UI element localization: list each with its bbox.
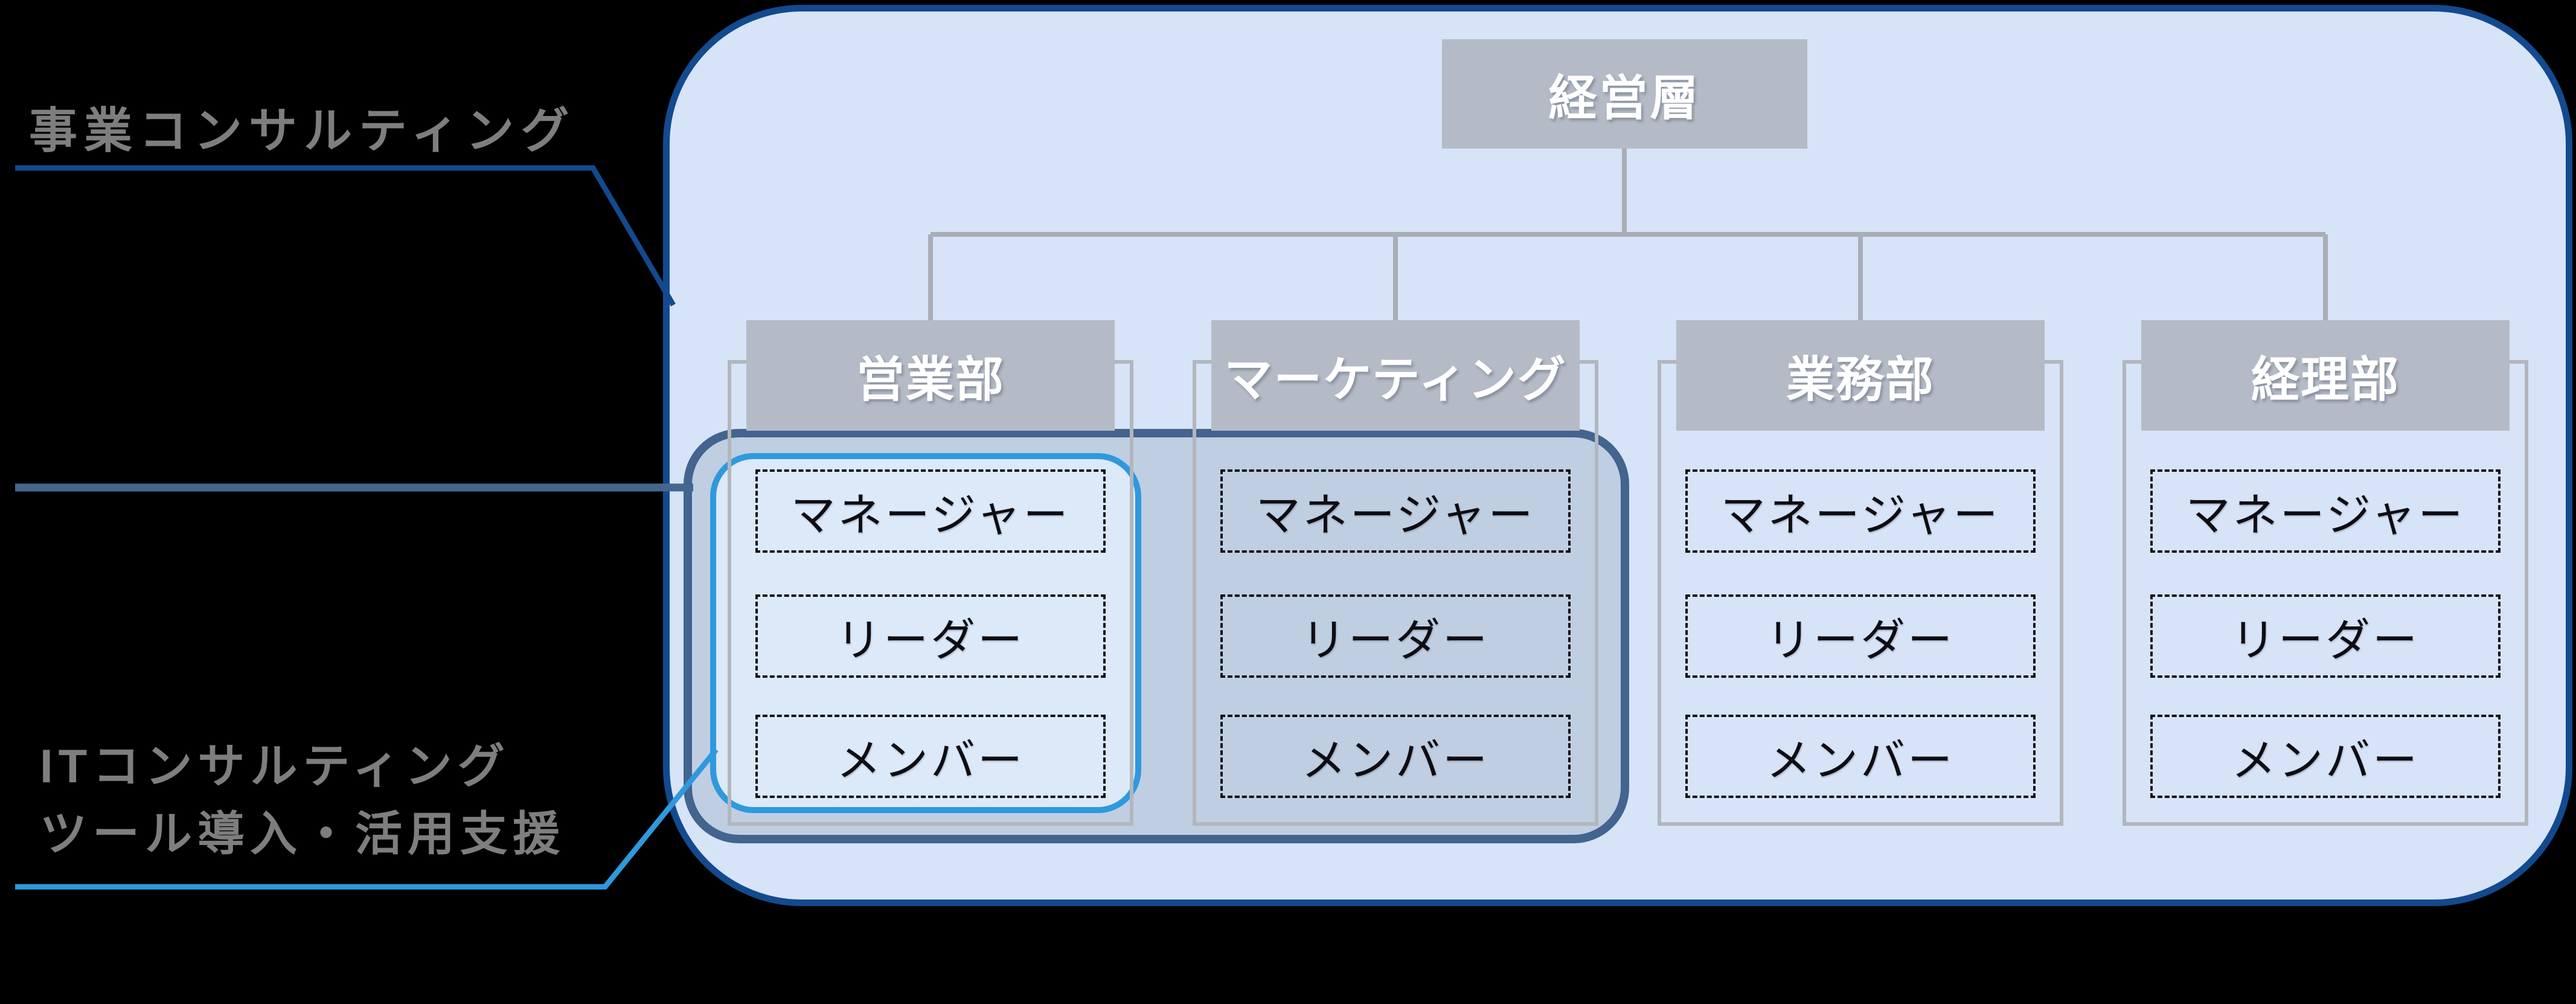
role-box-marketing-member: メンバー <box>1220 715 1571 798</box>
role-box-operations-member: メンバー <box>1685 715 2036 798</box>
role-label: リーダー <box>1766 614 1955 665</box>
role-box-sales-member: メンバー <box>755 715 1106 798</box>
callout-line-business-consulting <box>15 165 676 307</box>
dept-header-label: 営業部 <box>856 352 1005 407</box>
business-consulting-label: 事業コンサルティング <box>29 92 575 162</box>
root-box-label: 経営層 <box>1548 71 1701 125</box>
role-label: リーダー <box>2231 614 2420 665</box>
it-consulting-label-line1: ITコンサルティング <box>40 739 510 793</box>
dept-header-accounting: 経理部 <box>2141 320 2510 431</box>
role-label: リーダー <box>836 614 1025 665</box>
dept-header-label: マーケティング <box>1224 352 1567 407</box>
role-box-sales-leader: リーダー <box>755 594 1106 678</box>
role-box-accounting-member: メンバー <box>2150 715 2501 798</box>
role-label: メンバー <box>1301 735 1490 785</box>
dept-header-marketing: マーケティング <box>1211 320 1580 431</box>
role-label: マネージャー <box>1255 489 1536 540</box>
role-label: メンバー <box>1766 735 1955 785</box>
root-box-management: 経営層 <box>1442 39 1807 149</box>
role-label: リーダー <box>1301 614 1490 665</box>
role-box-marketing-leader: リーダー <box>1220 594 1571 678</box>
role-label: メンバー <box>836 735 1025 785</box>
role-label: マネージャー <box>790 489 1071 540</box>
role-label: メンバー <box>2231 735 2420 785</box>
role-label: マネージャー <box>2185 489 2465 540</box>
role-box-accounting-manager: マネージャー <box>2150 469 2501 553</box>
dept-header-operations: 業務部 <box>1676 320 2045 431</box>
role-box-operations-leader: リーダー <box>1685 594 2036 678</box>
role-box-operations-manager: マネージャー <box>1685 469 2036 553</box>
role-label: マネージャー <box>1720 489 2001 540</box>
it-consulting-narrow-scope-box <box>710 453 1141 813</box>
dept-header-label: 経理部 <box>2251 352 2400 407</box>
role-box-sales-manager: マネージャー <box>755 469 1106 553</box>
role-box-accounting-leader: リーダー <box>2150 594 2501 678</box>
it-consulting-label-line2: ツール導入・活用支援 <box>40 807 566 860</box>
dept-header-sales: 営業部 <box>746 320 1115 431</box>
business-consulting-label-text: 事業コンサルティング <box>29 104 576 158</box>
role-box-marketing-manager: マネージャー <box>1220 469 1571 553</box>
it-consulting-label: ITコンサルティング ツール導入・活用支援 <box>40 732 565 867</box>
dept-header-label: 業務部 <box>1786 352 1935 407</box>
